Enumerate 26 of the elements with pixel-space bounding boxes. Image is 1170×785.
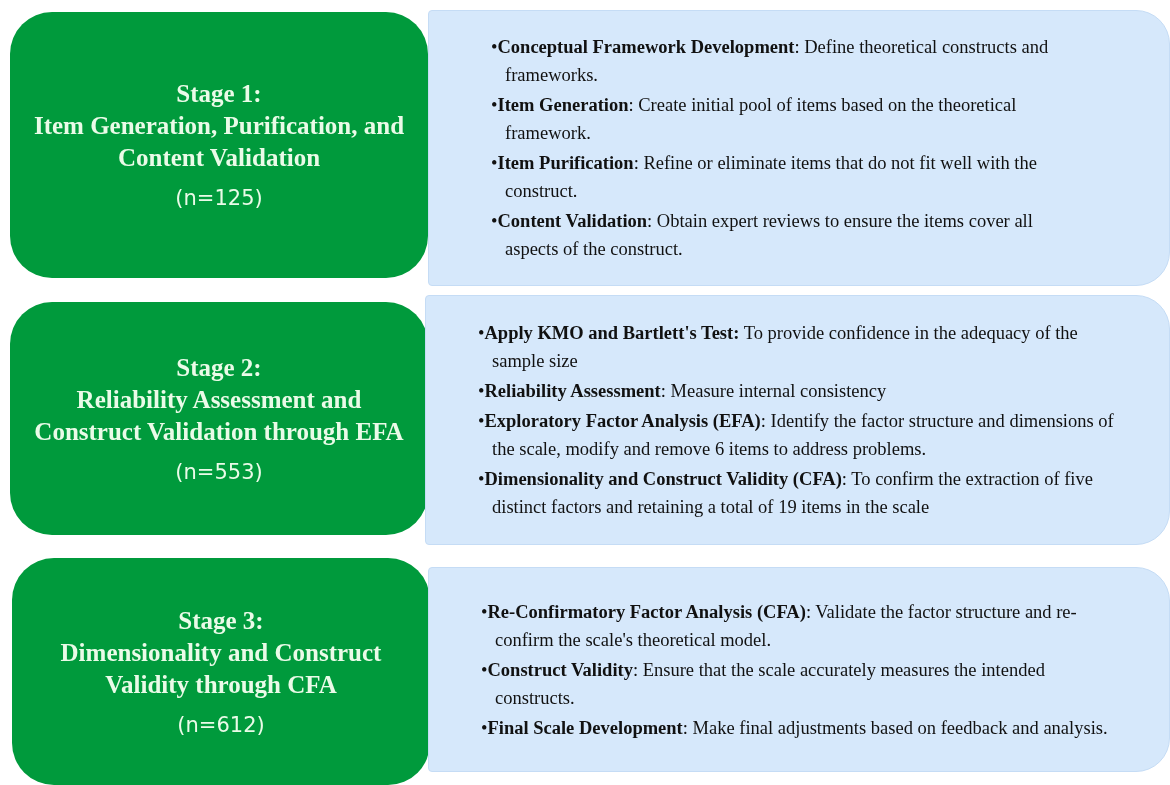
bullet-text: •Final Scale Development: Make final adjustments based on feedback and analysis. [481,716,1109,740]
bullet-text: •Re-Confirmatory Factor Analysis (CFA): Validate the factor structure and re-confirm the scale's theoretical model. [481,600,1078,652]
bullet-text: •Conceptual Framework Development: Define theoretical constructs and frameworks. [491,36,1050,87]
bullet-text: •Item Purification: Refine or eliminate items that do not fit well with the construct. [491,152,1038,203]
stage-title: Item Generation, Purification, and Content Validation [32,111,406,173]
stage-number: Stage 2: [176,352,262,383]
stage-number: Stage 1: [176,79,262,109]
description-panel [428,567,1170,772]
stage-title: Reliability Assessment and Construct Validation through EFA [33,384,405,447]
description-panel [425,295,1170,545]
stage-title: Dimensionality and Construct Validity through CFA [59,637,383,700]
bullet-text: •Item Generation: Create initial pool of items based on the theoretical framework. [491,94,1018,145]
description-panel [428,10,1170,286]
bullet-text: •Construct Validity: Ensure that the scale accurately measures the intended constructs. [481,658,1046,710]
sample-size: (n=612) [177,711,265,739]
bullet-text: •Content Validation: Obtain expert reviews to ensure the items cover all aspects of the construct. [491,210,1034,261]
sample-size: (n=125) [175,185,263,212]
stage-box [12,558,430,785]
bullet-text: •Exploratory Factor Analysis (EFA): Identify the factor structure and dimensions of the scale, modify and remove 6 items to address problems. [478,410,1114,461]
sample-size: (n=553) [175,458,263,486]
stage-number: Stage 3: [178,605,264,636]
stage-box [10,302,428,535]
stage-box [10,12,428,278]
bullet-text: •Reliability Assessment: Measure internal consistency [478,380,888,403]
bullet-text: •Apply KMO and Bartlett's Test: To provide confidence in the adequacy of the sample size [478,322,1079,373]
bullet-text: •Dimensionality and Construct Validity (CFA): To confirm the extraction of five distinct factors and retaining a total of 19 items in the scale [478,468,1094,519]
